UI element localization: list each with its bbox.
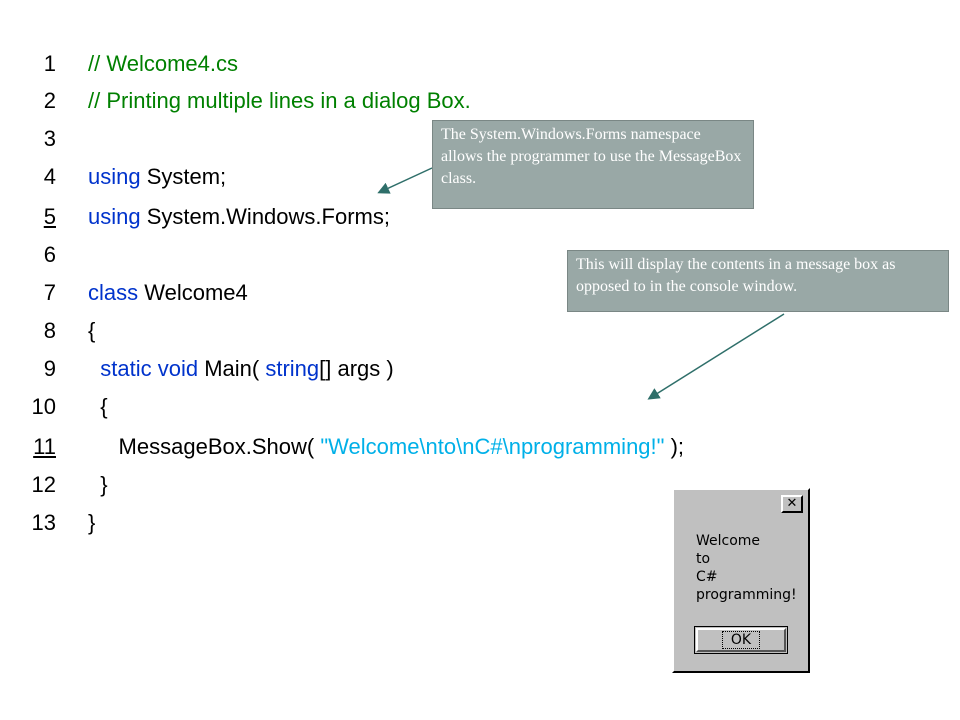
ok-button-label: OK — [721, 631, 761, 649]
display-callout-text: This will display the contents in a mess… — [576, 256, 896, 295]
code-text: // Welcome4.cs — [88, 45, 238, 83]
line-number: 6 — [43, 242, 56, 267]
code-token: } — [88, 510, 96, 535]
line-number: 8 — [43, 318, 56, 343]
keyword-token: using — [88, 204, 141, 229]
code-text: static void Main( string[] args ) — [88, 350, 394, 388]
message-line: programming! — [696, 587, 797, 603]
message-line: Welcome — [696, 533, 761, 549]
keyword-token: string — [265, 356, 320, 381]
display-callout: This will display the contents in a mess… — [567, 250, 949, 312]
code-token: ); — [664, 434, 685, 459]
code-text: } — [88, 504, 95, 542]
code-token: System.Windows.Forms; — [140, 204, 390, 229]
code-text: { — [88, 312, 95, 350]
comment-token: // Welcome4.cs — [88, 51, 238, 76]
code-text: class Welcome4 — [88, 274, 248, 312]
code-token: MessageBox.Show( — [88, 434, 321, 459]
line-number: 12 — [31, 472, 56, 497]
message-box-dialog: ✕ Welcome to C# programming! OK — [672, 488, 810, 673]
code-text: MessageBox.Show( "Welcome\nto\nC#\nprogr… — [88, 428, 684, 466]
code-text: } — [88, 466, 108, 504]
string-token: "Welcome\nto\nC#\nprogramming!" — [320, 434, 665, 459]
line-number: 7 — [43, 280, 56, 305]
line-number: 5 — [43, 204, 56, 229]
code-token: System; — [140, 164, 227, 189]
line-number: 3 — [43, 126, 56, 151]
keyword-token: static — [100, 356, 152, 381]
line-number: 2 — [43, 88, 56, 113]
line-number: 10 — [31, 394, 56, 419]
code-text: using System.Windows.Forms; — [88, 198, 390, 236]
code-text: using System; — [88, 158, 226, 196]
code-token: } — [88, 472, 108, 497]
display-arrow — [647, 313, 785, 400]
keyword-token: class — [88, 280, 139, 305]
code-token: { — [88, 394, 108, 419]
code-token: { — [88, 318, 96, 343]
keyword-token: using — [88, 164, 141, 189]
namespace-callout-text: The System.Windows.Forms namespace allow… — [441, 126, 742, 187]
code-token: [] args ) — [319, 356, 394, 381]
namespace-arrow — [377, 167, 433, 194]
code-text: { — [88, 388, 108, 426]
comment-token: // Printing multiple lines in a dialog B… — [88, 88, 471, 113]
keyword-token: void — [157, 356, 199, 381]
line-number: 9 — [43, 356, 56, 381]
message-line: C# — [696, 569, 718, 585]
line-number: 1 — [43, 51, 56, 76]
message-line: to — [696, 551, 711, 567]
line-number: 13 — [31, 510, 56, 535]
code-token: Main( — [198, 356, 266, 381]
close-icon: ✕ — [786, 496, 798, 511]
namespace-callout: The System.Windows.Forms namespace allow… — [432, 120, 754, 209]
line-number: 11 — [33, 434, 56, 459]
ok-button[interactable]: OK — [694, 626, 788, 654]
close-button[interactable]: ✕ — [781, 495, 803, 513]
line-number: 4 — [43, 164, 56, 189]
code-token: Welcome4 — [138, 280, 248, 305]
message-text: Welcome to C# programming! — [696, 532, 797, 604]
code-text: // Printing multiple lines in a dialog B… — [88, 82, 471, 120]
